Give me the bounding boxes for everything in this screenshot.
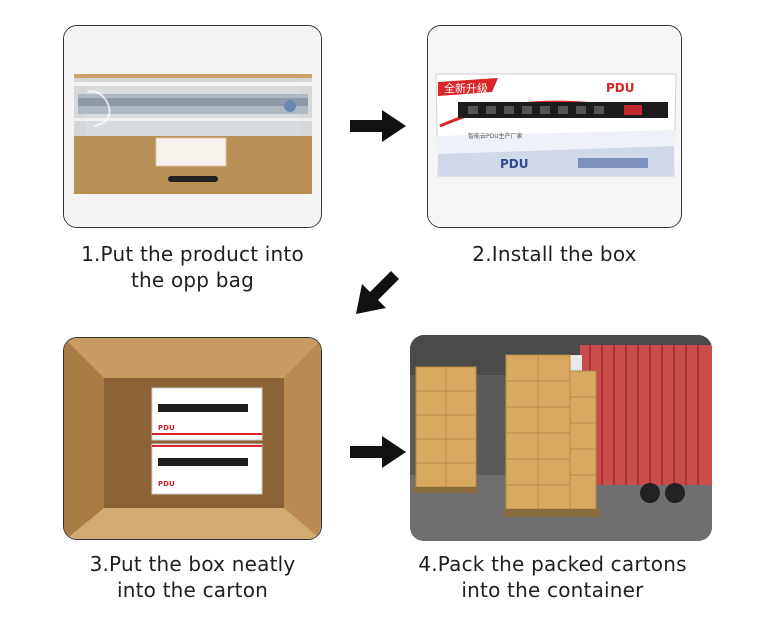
step-3-caption-line-1: 3.Put the box neatly: [89, 552, 296, 576]
box-brand-front-text: PDU: [500, 157, 529, 171]
product-in-opp-bag-photo: [64, 26, 321, 227]
cartons-loaded-in-container-photo: [410, 335, 712, 541]
step-1-caption-line-2: the opp bag: [130, 268, 254, 292]
arrow-right-icon: [348, 108, 408, 144]
product-box-photo: 全新升级 PDU 智能云PDU生产厂家 PDU: [428, 26, 681, 227]
box-brand-text: PDU: [606, 81, 635, 95]
carton-box-2-brand: PDU: [158, 480, 175, 488]
arrow-right-icon: [348, 434, 408, 470]
step-3-caption-line-2: into the carton: [116, 578, 269, 602]
step-1-caption: 1.Put the product into the opp bag: [63, 241, 322, 293]
step-2-caption: 2.Install the box: [427, 241, 682, 267]
step-4-photo-frame: [410, 335, 712, 541]
carton-box-1-brand: PDU: [158, 424, 175, 432]
step-1-caption-line-1: 1.Put the product into: [81, 242, 304, 266]
step-2-photo-frame: 全新升级 PDU 智能云PDU生产厂家 PDU: [427, 25, 682, 228]
step-1-photo-frame: [63, 25, 322, 228]
box-subtitle-text: 智能云PDU生产厂家: [468, 132, 523, 140]
step-2-caption-line-1: 2.Install the box: [472, 242, 637, 266]
step-4-caption: 4.Pack the packed cartons into the conta…: [400, 551, 705, 603]
step-3-photo-frame: PDU PDU: [63, 337, 322, 540]
arrow-down-left-icon: [352, 270, 402, 318]
step-4-caption-line-2: into the container: [461, 578, 644, 602]
box-slogan-text: 全新升级: [444, 81, 488, 95]
step-3-caption: 3.Put the box neatly into the carton: [63, 551, 322, 603]
boxes-in-carton-photo: PDU PDU: [64, 338, 321, 539]
step-4-caption-line-1: 4.Pack the packed cartons: [418, 552, 687, 576]
